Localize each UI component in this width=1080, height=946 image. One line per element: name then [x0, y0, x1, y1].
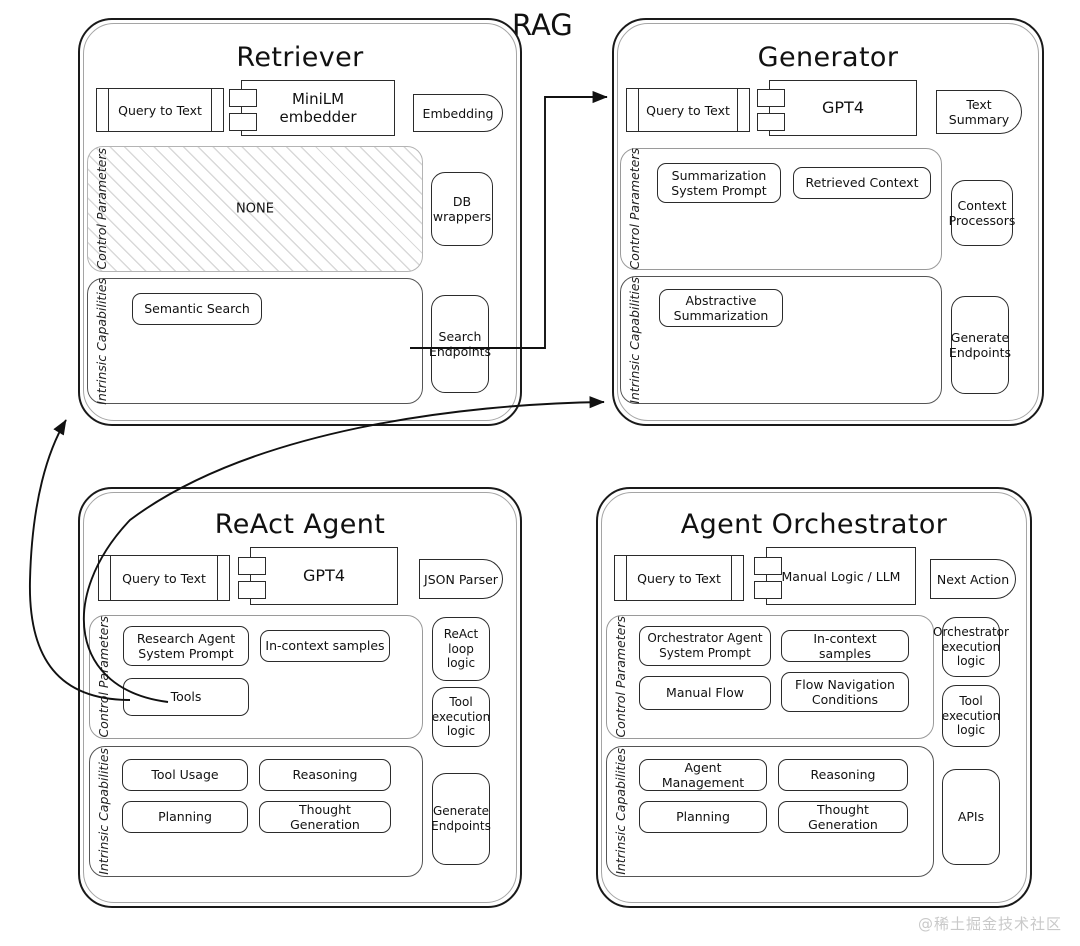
- capability-semantic-search[interactable]: Semantic Search: [132, 293, 262, 325]
- react-agent-intrinsic-capabilities-label: Intrinsic Capabilities: [95, 748, 111, 875]
- retriever-control-parameters: Control Parameters NONE: [87, 146, 423, 272]
- component-tab-icon: [229, 113, 257, 131]
- component-tab-icon: [754, 557, 782, 575]
- panel-title-react-agent: ReAct Agent: [214, 509, 386, 540]
- param-in-context-samples[interactable]: In-context samples: [781, 630, 909, 662]
- param-tools[interactable]: Tools: [123, 678, 249, 716]
- react-agent-output-json-parser[interactable]: JSON Parser: [419, 559, 503, 599]
- generator-control-parameters-label: Control Parameters: [626, 148, 642, 270]
- component-tab-icon: [238, 581, 266, 599]
- param-retrieved-context[interactable]: Retrieved Context: [793, 167, 931, 199]
- retriever-query-to-text[interactable]: Query to Text: [96, 88, 224, 132]
- panel-agent-orchestrator[interactable]: Agent Orchestrator Query to Text Manual …: [596, 487, 1032, 908]
- orchestrator-intrinsic-capabilities: Intrinsic Capabilities Agent Management …: [606, 746, 934, 877]
- orchestrator-control-parameters-label: Control Parameters: [612, 616, 628, 738]
- retriever-control-parameters-empty: NONE: [236, 201, 274, 217]
- orchestrator-intrinsic-capabilities-label: Intrinsic Capabilities: [612, 748, 628, 875]
- capability-tool-usage[interactable]: Tool Usage: [122, 759, 248, 791]
- react-agent-model-gpt4[interactable]: GPT4: [238, 547, 398, 605]
- orchestrator-model-manual-logic-llm[interactable]: Manual Logic / LLM: [754, 547, 916, 605]
- component-tab-icon: [238, 557, 266, 575]
- orchestrator-output-next-action[interactable]: Next Action: [930, 559, 1016, 599]
- capability-reasoning[interactable]: Reasoning: [778, 759, 908, 791]
- panel-title-agent-orchestrator: Agent Orchestrator: [680, 509, 948, 540]
- panel-title-generator: Generator: [757, 42, 899, 73]
- generator-intrinsic-capabilities-label: Intrinsic Capabilities: [626, 276, 642, 404]
- param-in-context-samples[interactable]: In-context samples: [260, 630, 390, 662]
- panel-react-agent[interactable]: ReAct Agent Query to Text GPT4 JSON Pars…: [78, 487, 522, 908]
- react-agent-query-to-text[interactable]: Query to Text: [98, 555, 230, 601]
- component-tab-icon: [229, 89, 257, 107]
- generator-model-gpt4[interactable]: GPT4: [757, 80, 917, 136]
- react-agent-intrinsic-capabilities: Intrinsic Capabilities Tool Usage Reason…: [89, 746, 423, 877]
- react-agent-control-parameters-label: Control Parameters: [95, 616, 111, 738]
- component-tab-icon: [757, 89, 785, 107]
- capability-planning[interactable]: Planning: [122, 801, 248, 833]
- retriever-output-embedding[interactable]: Embedding: [413, 94, 503, 132]
- orchestrator-query-to-text[interactable]: Query to Text: [614, 555, 744, 601]
- generator-query-to-text[interactable]: Query to Text: [626, 88, 750, 132]
- rag-label: RAG: [512, 8, 573, 42]
- param-manual-flow[interactable]: Manual Flow: [639, 676, 771, 710]
- capability-planning[interactable]: Planning: [639, 801, 767, 833]
- orchestrator-side-apis[interactable]: APIs: [942, 769, 1000, 865]
- component-tab-icon: [754, 581, 782, 599]
- capability-thought-generation[interactable]: Thought Generation: [259, 801, 391, 833]
- capability-agent-management[interactable]: Agent Management: [639, 759, 767, 791]
- watermark: @稀土掘金技术社区: [917, 915, 1062, 933]
- capability-reasoning[interactable]: Reasoning: [259, 759, 391, 791]
- component-tab-icon: [757, 113, 785, 131]
- capability-thought-generation[interactable]: Thought Generation: [778, 801, 908, 833]
- panel-title-retriever: Retriever: [236, 42, 364, 73]
- retriever-intrinsic-capabilities: Intrinsic Capabilities Semantic Search: [87, 278, 423, 404]
- retriever-intrinsic-capabilities-label: Intrinsic Capabilities: [93, 277, 109, 405]
